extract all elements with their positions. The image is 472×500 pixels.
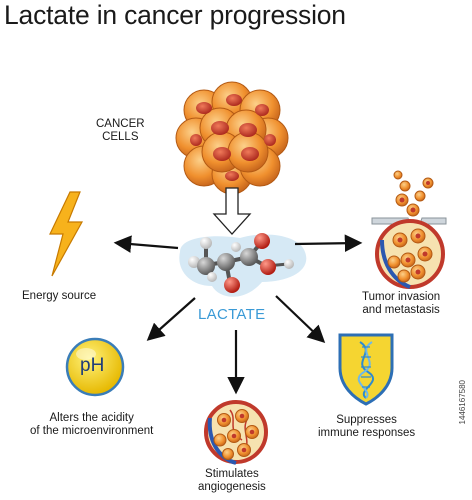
angiogenesis-label: Stimulates angiogenesis — [198, 468, 266, 494]
immune-line1: Suppresses — [336, 414, 397, 426]
ph-icon — [65, 337, 125, 397]
arrow-to-immune — [275, 295, 326, 344]
energy-source-label: Energy source — [22, 290, 97, 302]
cancer-cells-cluster — [175, 81, 289, 195]
immune-label: Suppresses immune responses — [318, 414, 415, 440]
arrows — [113, 234, 363, 395]
lactate-label: LACTATE — [198, 306, 266, 323]
cancer-cells-label: CANCER CELLS — [96, 118, 145, 144]
acidity-label: Alters the acidity of the microenvironme… — [30, 412, 153, 438]
arrow-to-invasion — [294, 234, 363, 253]
page-title: Lactate in cancer progression — [4, 0, 346, 30]
angiogenesis-line1: Stimulates — [205, 468, 259, 480]
angiogenesis-line2: angiogenesis — [198, 481, 266, 493]
acidity-line1: Alters the acidity — [49, 412, 134, 424]
angiogenesis-icon — [204, 400, 268, 465]
lightning-icon — [49, 191, 84, 277]
acidity-line2: of the microenvironment — [30, 425, 154, 437]
hollow-down-arrow — [212, 187, 252, 235]
arrow-to-acidity — [146, 297, 196, 341]
arrow-to-energy — [113, 235, 179, 253]
tumor-invasion-line1: Tumor invasion — [362, 291, 441, 303]
cancer-cells-label-line1: CANCER — [96, 118, 145, 130]
stock-id: 1446167580 — [458, 380, 467, 425]
tumor-invasion-label: Tumor invasion and metastasis — [362, 291, 440, 317]
immune-line2: immune responses — [318, 427, 416, 439]
tumor-invasion-line2: and metastasis — [362, 304, 440, 316]
cancer-cells-label-line2: CELLS — [102, 131, 139, 143]
lactate-molecule — [179, 233, 307, 297]
tumor-invasion-icon — [371, 170, 447, 289]
ph-label: pH — [80, 355, 105, 376]
shield-dna-icon — [338, 333, 394, 406]
